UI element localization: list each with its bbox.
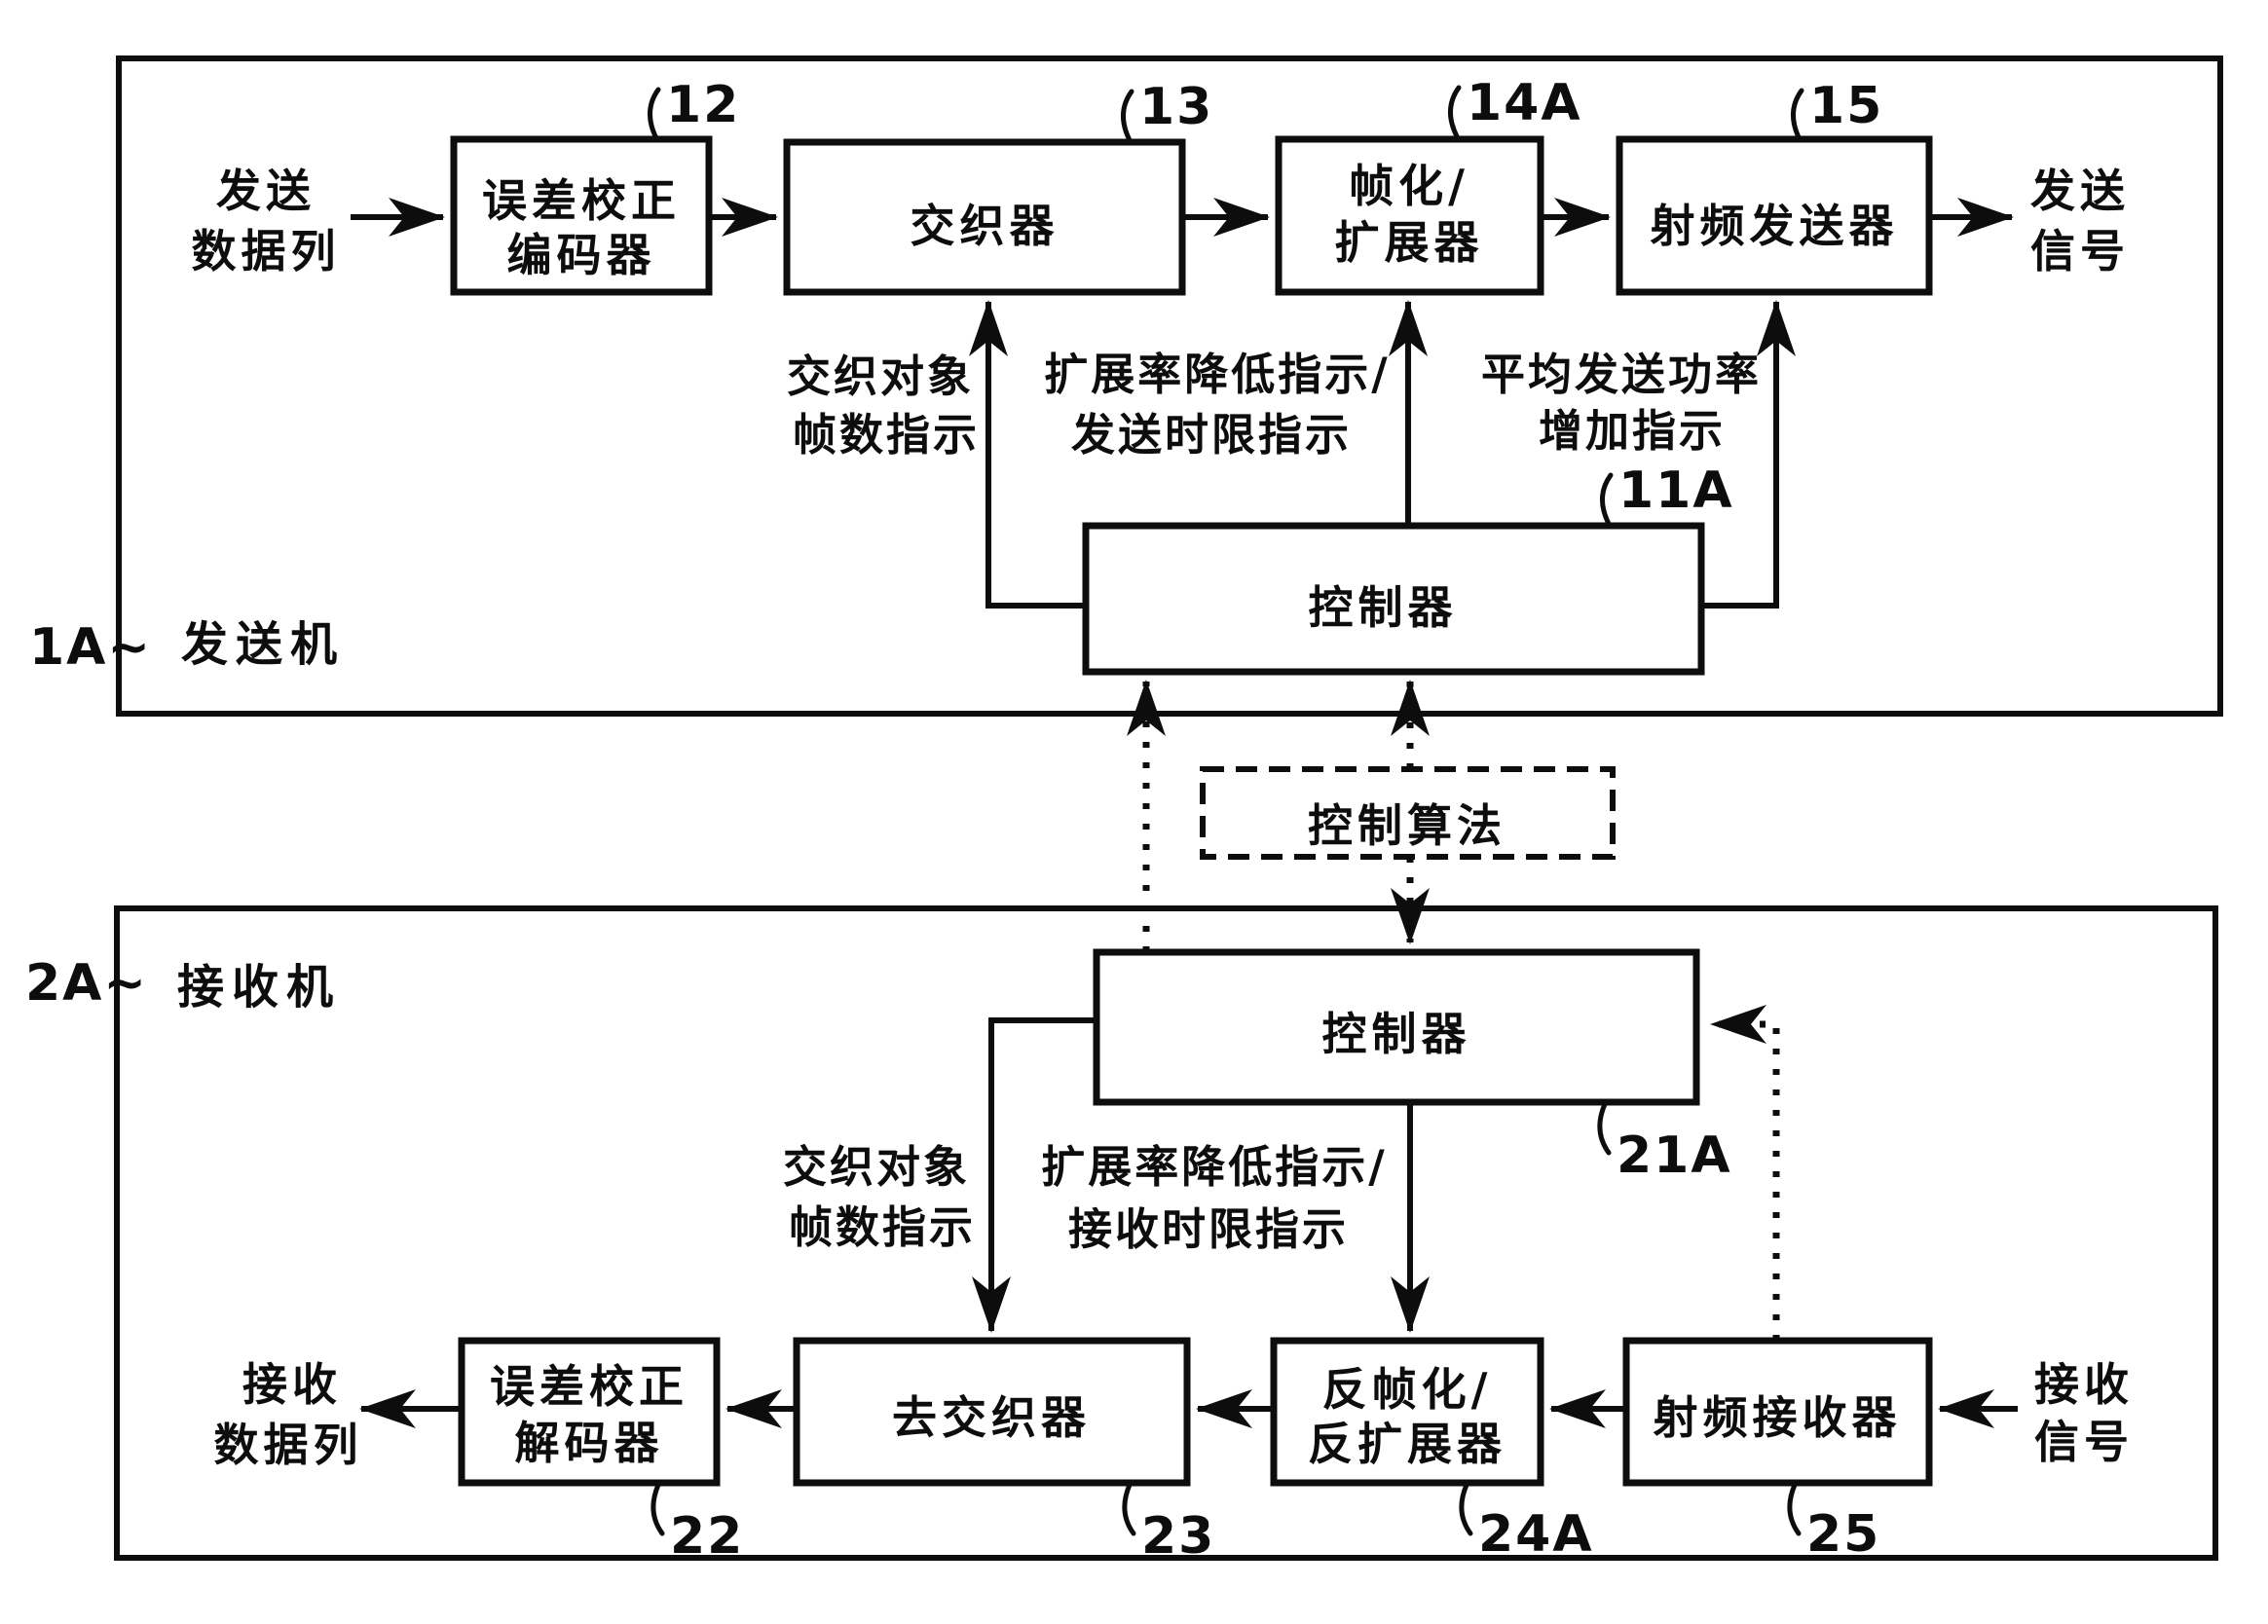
ref-25: 25 bbox=[1806, 1505, 1880, 1564]
rx-ann-spread-line1: 扩展率降低指示/ bbox=[1041, 1141, 1387, 1193]
ctrl-line-to-interleaver bbox=[969, 300, 1086, 609]
tx-controller-label: 控制器 bbox=[1309, 581, 1458, 634]
deframer-label-line1: 反帧化/ bbox=[1322, 1363, 1493, 1416]
ref-curl-13 bbox=[1121, 89, 1134, 143]
rx-input-label-line2: 信号 bbox=[2034, 1416, 2134, 1468]
ref-12: 12 bbox=[666, 76, 740, 134]
framer-label-line2: 扩展器 bbox=[1335, 216, 1484, 269]
transmitter-section: 1A~ 发送机 发送 数据列 误差校正 编码器 交织器 帧化/ 扩展器 射频发送… bbox=[29, 55, 2223, 717]
ref-curl-15 bbox=[1791, 88, 1804, 142]
decoder-label-line2: 解码器 bbox=[515, 1417, 664, 1469]
ref-15: 15 bbox=[1809, 77, 1883, 135]
framer-label-line1: 帧化/ bbox=[1349, 160, 1469, 212]
encoder-label-line2: 编码器 bbox=[507, 229, 656, 281]
control-algorithm-label: 控制算法 bbox=[1308, 799, 1506, 852]
ref-curl-25 bbox=[1787, 1482, 1802, 1536]
encoder-label-line1: 误差校正 bbox=[482, 174, 681, 227]
deinterleaver-label: 去交织器 bbox=[892, 1391, 1091, 1444]
rx-input-label-line1: 接收 bbox=[2034, 1358, 2134, 1411]
receiver-section: 2A~ 接收机 控制器 21A 交织对象 帧数指示 扩展率降低指示/ 接收时限指… bbox=[25, 905, 2218, 1566]
rf-receiver-label: 射频接收器 bbox=[1654, 1391, 1902, 1444]
rx-controller-label: 控制器 bbox=[1322, 1008, 1471, 1060]
tx-input-label-line2: 数据列 bbox=[192, 225, 341, 277]
rf-transmitter-label: 射频发送器 bbox=[1651, 200, 1899, 252]
ref-24A: 24A bbox=[1478, 1505, 1594, 1564]
transmitter-name: 发送机 bbox=[181, 617, 345, 672]
tx-controller-block bbox=[1082, 522, 1705, 676]
tx-output-label-line2: 信号 bbox=[2030, 225, 2130, 277]
receiver-outer-box bbox=[114, 905, 2218, 1561]
dotted-link-rfrx-to-rxctrl bbox=[1710, 1005, 1780, 1341]
deframer-label-line2: 反扩展器 bbox=[1308, 1418, 1506, 1470]
tx-ann-interleave-line1: 交织对象 bbox=[787, 351, 974, 402]
ref-curl-24A bbox=[1459, 1482, 1473, 1536]
rx-output-label-line1: 接收 bbox=[242, 1358, 342, 1411]
ctrl-line-to-rftx bbox=[1701, 300, 1796, 609]
tx-ann-power-line2: 增加指示 bbox=[1539, 405, 1726, 457]
tx-ann-power-line1: 平均发送功率 bbox=[1481, 349, 1762, 400]
ref-curl-14A bbox=[1448, 85, 1462, 139]
rx-output-label-line2: 数据列 bbox=[214, 1419, 363, 1471]
tx-input-label-line1: 发送 bbox=[216, 165, 316, 217]
ref-curl-21A bbox=[1597, 1101, 1612, 1156]
ref-21A: 21A bbox=[1617, 1126, 1732, 1185]
receiver-name: 接收机 bbox=[177, 960, 341, 1015]
control-algorithm-section: 控制算法 bbox=[1127, 680, 1616, 952]
ref-23: 23 bbox=[1141, 1507, 1215, 1566]
ref-22: 22 bbox=[670, 1507, 744, 1566]
ref-curl-23 bbox=[1122, 1482, 1136, 1536]
ref-curl-22 bbox=[651, 1482, 665, 1536]
rx-controller-block bbox=[1093, 948, 1700, 1106]
transmitter-ref-label: 1A~ bbox=[29, 618, 152, 677]
ref-curl-12 bbox=[648, 87, 661, 141]
ref-13: 13 bbox=[1139, 78, 1213, 136]
rx-ann-spread-line2: 接收时限指示 bbox=[1068, 1203, 1349, 1255]
rx-ann-interleave-line2: 帧数指示 bbox=[789, 1201, 976, 1253]
rx-ann-interleave-line1: 交织对象 bbox=[783, 1141, 970, 1193]
ref-14A: 14A bbox=[1467, 74, 1582, 132]
interleaver-label: 交织器 bbox=[911, 200, 1060, 252]
tx-ann-spread-line1: 扩展率降低指示/ bbox=[1044, 349, 1390, 400]
receiver-ref-label: 2A~ bbox=[25, 954, 148, 1013]
tx-ann-spread-line2: 发送时限指示 bbox=[1071, 409, 1352, 461]
decoder-label-line1: 误差校正 bbox=[490, 1360, 688, 1413]
tx-ann-interleave-line2: 帧数指示 bbox=[793, 409, 980, 461]
ref-curl-11A bbox=[1600, 472, 1614, 527]
transmitter-outer-box bbox=[116, 55, 2223, 717]
tx-output-label-line1: 发送 bbox=[2030, 165, 2130, 217]
ref-11A: 11A bbox=[1618, 461, 1734, 520]
ctrl-line-to-deinterleaver bbox=[972, 1017, 1097, 1333]
